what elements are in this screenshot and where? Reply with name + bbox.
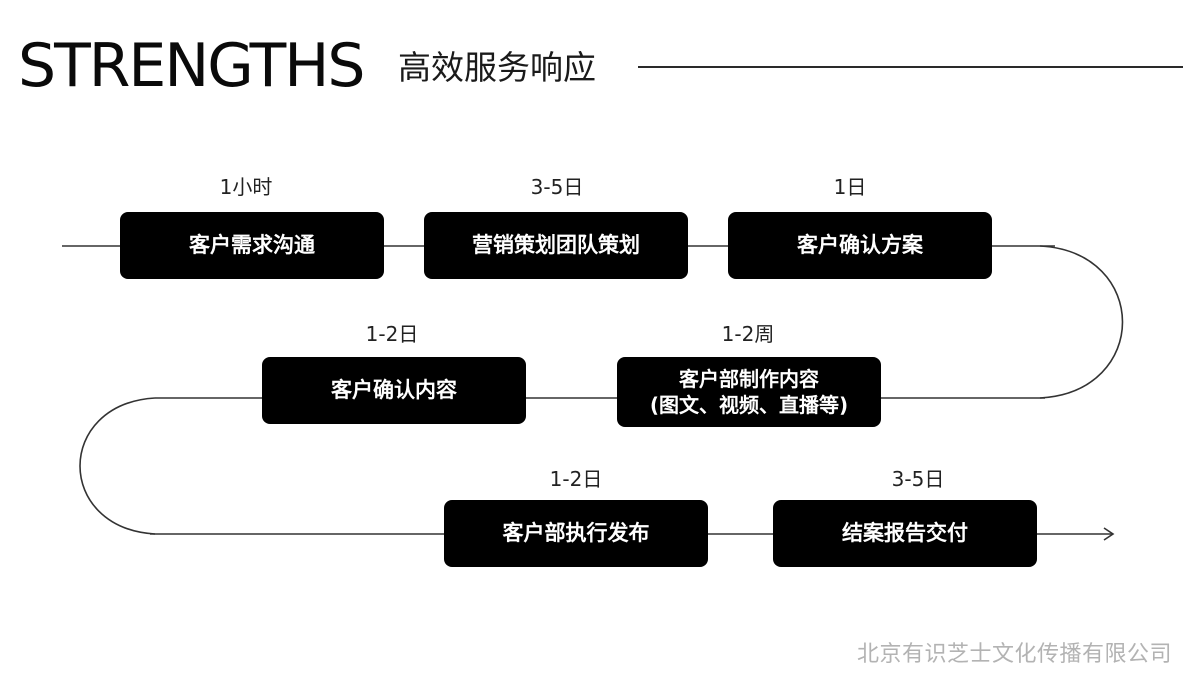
- duration-step-5: 1-2日: [365, 322, 419, 346]
- title-divider: [638, 66, 1183, 68]
- arrow-head-icon: [1103, 527, 1115, 541]
- step-label-3: 客户确认方案: [797, 233, 923, 257]
- step-box-2: 营销策划团队策划: [424, 212, 688, 279]
- step-label-6: 客户部执行发布: [502, 521, 650, 545]
- duration-step-1: 1小时: [219, 175, 273, 199]
- duration-step-2: 3-5日: [530, 175, 584, 199]
- step-box-4: 客户部制作内容 (图文、视频、直播等): [617, 357, 881, 427]
- step-label-7: 结案报告交付: [842, 521, 968, 545]
- step-label-1: 客户需求沟通: [189, 233, 315, 257]
- step-label-2: 营销策划团队策划: [472, 233, 640, 257]
- step-box-1: 客户需求沟通: [120, 212, 384, 279]
- connector-curve-right: [1039, 245, 1124, 399]
- step-label-4-line1: 客户部制作内容: [679, 367, 819, 391]
- company-watermark: 北京有识芝士文化传播有限公司: [856, 642, 1172, 667]
- page-title-zh: 高效服务响应: [398, 48, 596, 87]
- step-box-7: 结案报告交付: [773, 500, 1037, 567]
- step-label-5: 客户确认内容: [331, 378, 457, 402]
- step-box-6: 客户部执行发布: [444, 500, 708, 567]
- connector-curve-left: [79, 397, 156, 535]
- step-box-5: 客户确认内容: [262, 357, 526, 424]
- duration-step-7: 3-5日: [891, 467, 945, 491]
- duration-step-3: 1日: [833, 175, 867, 199]
- duration-step-6: 1-2日: [549, 467, 603, 491]
- page-title-en: STRENGTHS: [18, 31, 365, 101]
- step-label-4-line2: (图文、视频、直播等): [649, 393, 849, 417]
- step-box-3: 客户确认方案: [728, 212, 992, 279]
- duration-step-4: 1-2周: [721, 322, 775, 346]
